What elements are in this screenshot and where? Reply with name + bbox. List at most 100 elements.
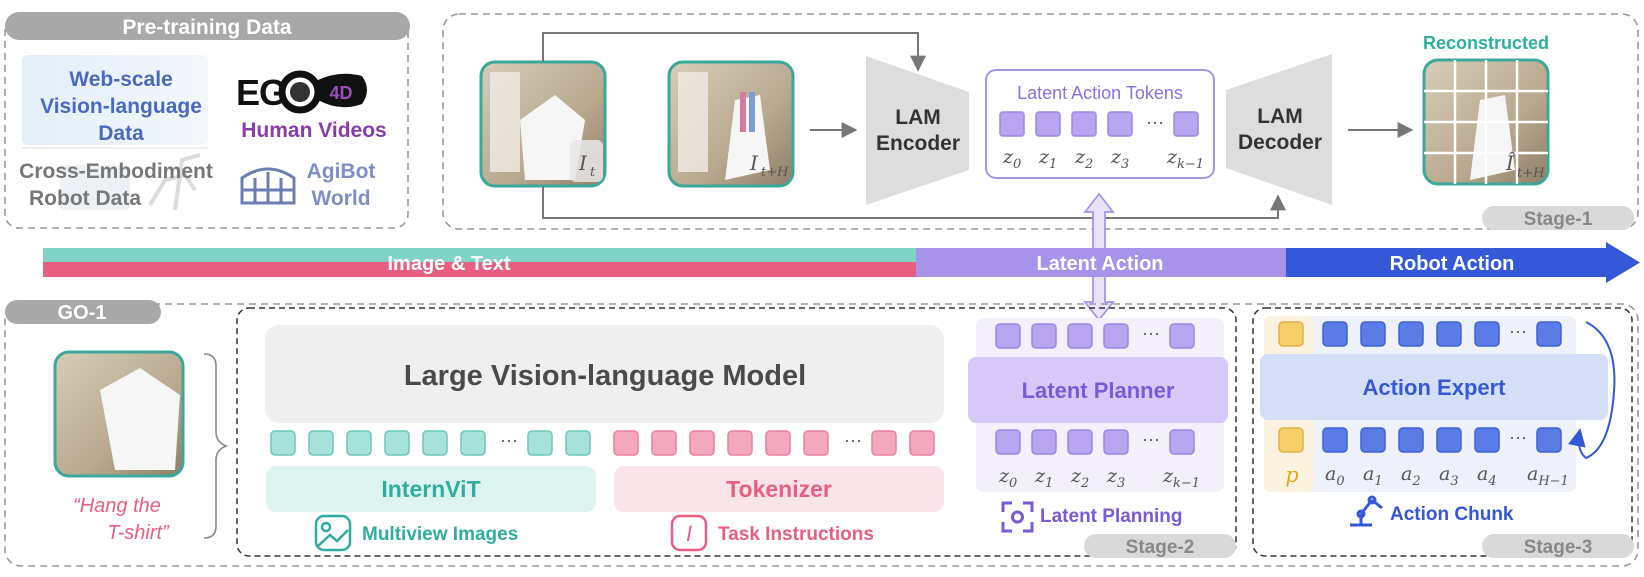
- planner-top-ellipsis: ···: [1142, 323, 1160, 343]
- stage1-label: Stage-1: [1524, 209, 1593, 230]
- stage3-label: Stage-3: [1524, 537, 1593, 558]
- webscale-background-image: [22, 55, 208, 145]
- planner-top-token: [1169, 323, 1195, 349]
- planner-bottom-token: [1169, 429, 1195, 455]
- planner-token-label: z2: [1070, 465, 1089, 491]
- agibot-line-2: World: [311, 187, 370, 210]
- planner-top-token: [1031, 323, 1057, 349]
- robot-arms-faint-image: [60, 153, 201, 211]
- latent-token-label: z0: [1002, 146, 1021, 172]
- text-token: [803, 430, 829, 456]
- latent-planner-label: Latent Planner: [1022, 378, 1175, 403]
- robot-action-label: Robot Action: [1390, 253, 1515, 275]
- vit-token: [460, 430, 486, 456]
- action-top-token: [1322, 321, 1348, 347]
- webscale-line-1: Web-scale: [69, 68, 173, 91]
- latent-token: [1107, 111, 1133, 137]
- instruction-line-2: T-shirt”: [107, 522, 170, 544]
- reconstructed-label: Î: [1505, 151, 1516, 175]
- stage3-badge: [1482, 534, 1634, 558]
- vit-token: [422, 430, 448, 456]
- vit-token: [308, 430, 334, 456]
- latent-planner-block: [968, 357, 1228, 423]
- encoder-line-2: Encoder: [876, 132, 960, 155]
- stage1-panel: I t I t+H LAM Encoder Latent Action Toke…: [442, 13, 1639, 230]
- action-top-token: [1536, 321, 1562, 347]
- action-bottom-token: [1536, 427, 1562, 453]
- reconstructed-subscript: t+H: [1517, 166, 1545, 181]
- latent-token: [999, 111, 1025, 137]
- planner-token-label: zk−1: [1162, 465, 1200, 491]
- go1-panel: GO-1 “Hang the T-shirt” Large Vision-lan…: [4, 300, 1639, 567]
- svg-text:I: I: [686, 521, 692, 546]
- stage2-badge: [1084, 534, 1236, 558]
- task-instructions-label: Task Instructions: [718, 524, 874, 545]
- planner-top-token-row: ···: [995, 323, 1195, 349]
- latent-token: [1071, 111, 1097, 137]
- tokenizer-block: [614, 466, 944, 512]
- proprio-token: [1278, 321, 1304, 347]
- text-token: [689, 430, 715, 456]
- latent-action-tokens-title: Latent Action Tokens: [1017, 83, 1183, 103]
- latent-action-label: Latent Action: [1036, 253, 1163, 275]
- vit-token: [346, 430, 372, 456]
- text-token: [871, 430, 897, 456]
- human-videos-label: Human Videos: [241, 119, 386, 142]
- action-top-token: [1436, 321, 1462, 347]
- latent-token-label: z1: [1038, 146, 1057, 172]
- robot-action-bar: [1286, 242, 1640, 283]
- robot-arm-icon: [1350, 495, 1383, 527]
- planner-token-label: z3: [1106, 465, 1125, 491]
- action-expert-label: Action Expert: [1362, 375, 1506, 400]
- internvit-block: [266, 466, 596, 512]
- action-top-token: [1360, 321, 1386, 347]
- image-icon: [314, 514, 352, 552]
- planner-bottom-token: [995, 429, 1021, 455]
- action-bottom-token: [1436, 427, 1462, 453]
- tokenizer-token-row: ···: [613, 430, 935, 456]
- text-token: [727, 430, 753, 456]
- latent-token-label: zk−1: [1166, 146, 1204, 172]
- tokenizer-label: Tokenizer: [726, 476, 832, 502]
- frame-t-plus-h-subscript: t+H: [761, 165, 789, 180]
- svg-text:4D: 4D: [329, 83, 352, 103]
- action-token-label: a0: [1325, 463, 1345, 489]
- action-token-label: aH−1: [1527, 463, 1569, 489]
- latent-token: [1035, 111, 1061, 137]
- action-bottom-token: [1474, 427, 1500, 453]
- colosseum-icon: [240, 167, 296, 205]
- pretraining-header: Pre-training Data: [122, 16, 292, 39]
- webscale-line-3: Data: [98, 122, 144, 145]
- frame-t-plus-h-label: I: [749, 151, 759, 175]
- multiview-label: Multiview Images: [362, 524, 518, 545]
- text-ellipsis: ···: [844, 430, 862, 450]
- planner-top-token: [1067, 323, 1093, 349]
- planner-bottom-token: [1031, 429, 1057, 455]
- reconstructed-title: Reconstructed: [1423, 33, 1549, 53]
- input-frame-t-plus-h: [667, 60, 795, 188]
- latent-action-bar: [916, 248, 1286, 277]
- ego4d-logo: EG 4D: [236, 70, 367, 114]
- frame-t-subscript: t: [590, 165, 596, 180]
- action-top-token: [1398, 321, 1424, 347]
- lam-decoder-block: [1226, 54, 1332, 205]
- decoder-line-1: LAM: [1257, 105, 1303, 128]
- lam-encoder-block: [866, 56, 969, 205]
- iterative-denoising-loop-arrow: [1568, 321, 1616, 460]
- webscale-line-2: Vision-language: [40, 95, 202, 118]
- input-brace: [203, 353, 229, 539]
- latent-token-ellipsis: ···: [1146, 112, 1164, 132]
- agibot-line-1: AgiBot: [307, 160, 376, 183]
- proprio-token: [1278, 427, 1304, 453]
- action-token-label: a2: [1401, 463, 1421, 489]
- action-top-token: [1474, 321, 1500, 347]
- frame-t-label: I: [578, 151, 588, 175]
- internvit-label: InternViT: [381, 476, 480, 502]
- vit-ellipsis: ···: [500, 430, 518, 450]
- action-top-token-row: ···: [1278, 321, 1562, 347]
- planner-bottom-token: [1067, 429, 1093, 455]
- vit-token: [565, 430, 591, 456]
